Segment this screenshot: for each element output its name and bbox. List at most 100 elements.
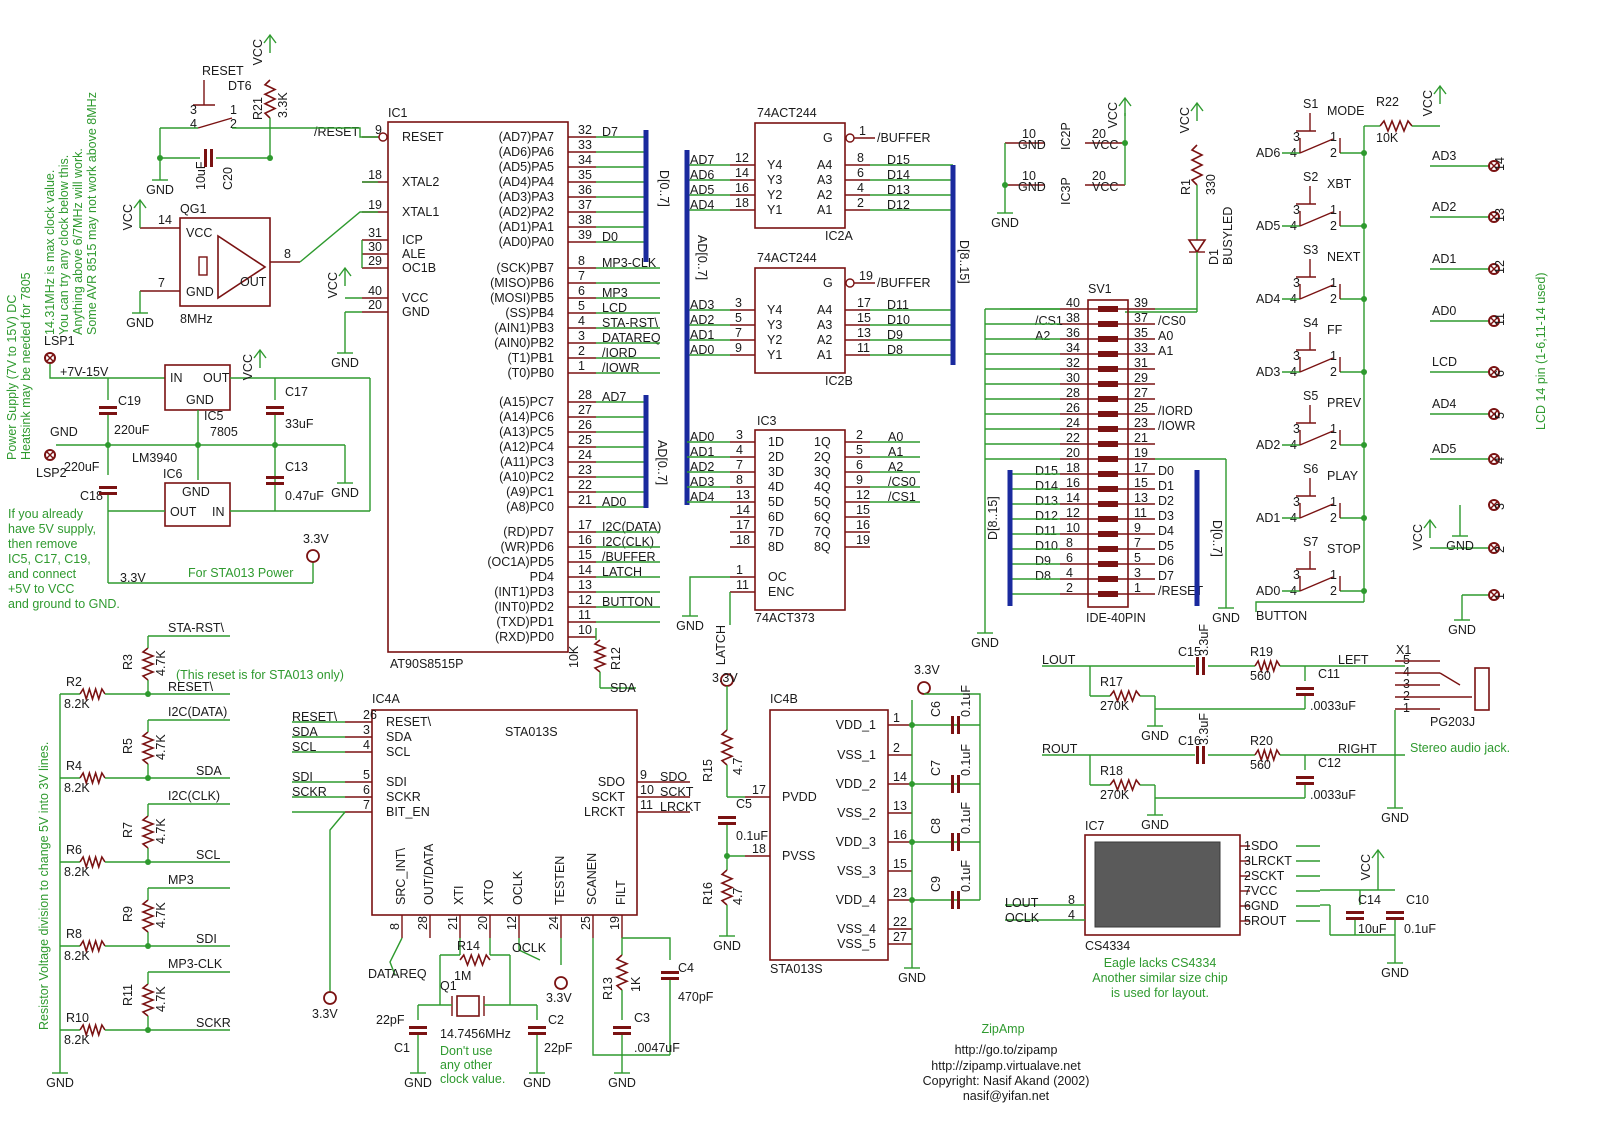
pin-number: 3 [1134,566,1141,580]
pin-number: 23 [893,886,907,900]
r1-value: 330 [1204,174,1218,195]
gnd-label: GND [523,1076,551,1090]
pin-name: Y2 [767,188,782,202]
net-label: LCD [602,301,627,315]
divider-high-ref: R7 [121,822,135,838]
pin-number: 16 [1066,476,1080,490]
ic6-value: LM3940 [132,451,177,465]
five-v-note: IC5, C17, C19, [8,552,91,566]
pin-name: XTAL1 [402,205,439,219]
pin-number: 5 [1493,412,1507,419]
pin-number: 4 [857,181,864,195]
pin-number: 9 [735,341,742,355]
pin-number: 13 [736,488,750,502]
pin-number: 3 [736,428,743,442]
pad-cross [1490,368,1498,376]
c14-ref: C14 [1358,893,1381,907]
pin-number: 11 [736,578,749,592]
pin-name: (T1)PB1 [507,351,554,365]
pin-number: 26 [578,418,592,432]
c2-ref: C2 [548,1013,564,1027]
r14-value: 1M [454,969,471,983]
c19-value: 220uF [114,423,150,437]
junction-dot [1002,182,1008,188]
pin-number: 20 [368,298,382,312]
vcc-label: VCC [326,272,340,298]
c18-ref: C18 [80,489,103,503]
pin-number: 19 [1134,446,1148,460]
pin-name: (AD1)PA1 [499,220,554,234]
pin-number: 36 [1066,326,1080,340]
pin-number: 14 [735,166,749,180]
jack-note: Stereo audio jack. [1410,741,1510,755]
net-label: BUTTON [602,595,653,609]
pin-name: (T0)PB0 [507,366,554,380]
pin-number: 12 [505,916,519,930]
pin-number: 7 [578,269,585,283]
pin-name: (AD7)PA7 [499,130,554,144]
pin-number: 13 [578,578,592,592]
pin-name: VCC [186,226,212,240]
c14-value: 10uF [1358,922,1387,936]
gnd-label: GND [46,1076,74,1090]
pin-number: 14 [1066,491,1080,505]
pin-name: 4Q [814,480,831,494]
divider-ref: R2 [66,675,82,689]
cap-value: 3.3uF [1197,713,1211,745]
pin-name: A4 [817,158,832,172]
pin-number: 19 [368,198,382,212]
pin-name: GND [182,485,210,499]
c1-capacitor-plate [409,1032,427,1035]
pin-number: 2 [1330,146,1337,160]
pin-name: OUT [170,505,197,519]
pin-name: 2SCKT [1244,869,1285,883]
bus-label: D[0..7] [1210,520,1224,557]
c14-capacitor-plate [1346,917,1364,920]
c13-ref: C13 [285,460,308,474]
pin-number: 26 [1066,401,1080,415]
pin-name: 8Q [814,540,831,554]
xtal-note: any other [440,1058,492,1072]
pin-number: 14 [893,770,907,784]
pad-cross [1490,410,1498,418]
pin-name: (A15)PC7 [499,395,554,409]
sv1-pin [1098,321,1108,327]
sv1-body [1087,299,1129,608]
lcd-pad [1488,366,1500,378]
c17-ref: C17 [285,385,308,399]
lcd-pad [1488,453,1500,465]
pin-name: (A9)PC1 [506,485,554,499]
net-label: D15 [887,153,910,167]
divider-ref: R8 [66,927,82,941]
divider-high-value: 4.7K [154,902,168,928]
gnd-label: GND [1381,966,1409,980]
pin-name: VDD_4 [836,893,876,907]
coupling-capacitor-plate [1202,746,1205,764]
net-label: LATCH [602,565,642,579]
net-label: AD0 [1432,304,1456,318]
decap-ref: C8 [929,818,943,834]
pin-name: 1Q [814,435,831,449]
pin-number: 40 [368,284,382,298]
button-switch-icon [1299,430,1334,446]
decap-value: 0.1uF [959,860,973,892]
c5-capacitor-plate [718,822,736,825]
pin-number: 11 [640,798,653,812]
r15-ref: R15 [701,759,715,782]
wire [622,937,671,960]
net-label: AD0 [690,343,714,357]
cap-value: .0033uF [1310,699,1356,713]
button-ref: S4 [1303,316,1318,330]
pin-name: (SCK)PB7 [496,261,554,275]
pin-number: 2 [1066,581,1073,595]
pin-number: 12 [1493,260,1507,274]
pin-number: 37 [1134,311,1148,325]
net-label-sda: SDA [610,681,636,695]
pin-name: PVSS [782,849,815,863]
cap-ref: C15 [1178,645,1201,659]
inverting-bubble [378,132,388,142]
pin-name: 7D [768,525,784,539]
gnd-label: GND [404,1076,432,1090]
pin-number: 1 [1330,130,1337,144]
net-label: AD4 [1256,292,1280,306]
